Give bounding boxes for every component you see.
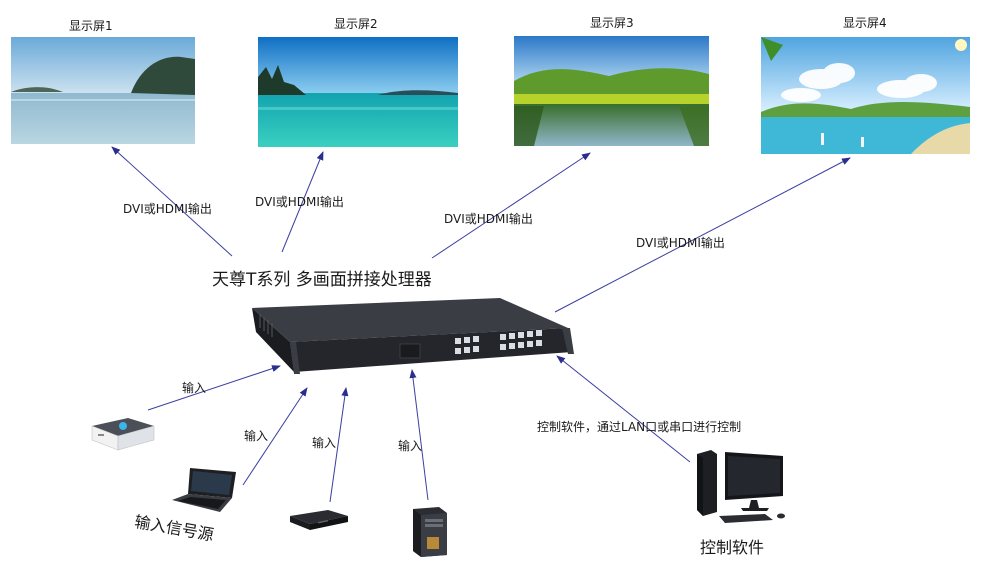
screen-1-image: [11, 37, 195, 144]
processor-title: 天尊T系列 多画面拼接处理器: [212, 270, 432, 290]
input-label-4: 输入: [398, 439, 423, 453]
arrow-from-control-pc: [556, 355, 691, 463]
control-caption: 控制软件: [700, 538, 765, 557]
input-label-2: 输入: [244, 429, 269, 443]
arrow-to-screen-3: [431, 152, 591, 259]
output-label-1: DVI或HDMI输出: [123, 202, 212, 216]
screen-2-image: [258, 37, 458, 147]
dvd-player-image: [288, 506, 350, 532]
screen-3-image: [514, 36, 709, 146]
control-pc-image: [695, 448, 790, 526]
output-label-2: DVI或HDMI输出: [255, 195, 344, 209]
input-label-1: 输入: [182, 381, 207, 395]
laptop-image: [166, 466, 242, 516]
arrow-from-dvd-input: [329, 387, 349, 503]
arrow-from-laptop-input: [242, 387, 308, 486]
input-label-3: 输入: [312, 436, 337, 450]
processor-device-image: [250, 296, 580, 380]
output-label-3: DVI或HDMI输出: [444, 212, 533, 226]
arrow-to-screen-2: [281, 151, 324, 253]
arrow-from-pc-input: [409, 369, 429, 501]
settop-box-image: [88, 412, 158, 454]
output-label-4: DVI或HDMI输出: [636, 236, 725, 250]
screen-4-image: [761, 37, 970, 154]
arrow-to-screen-4: [554, 157, 851, 313]
screen-2-label: 显示屏2: [334, 17, 378, 31]
screen-3-label: 显示屏3: [590, 16, 634, 30]
arrow-to-screen-1: [111, 146, 233, 257]
screen-1-label: 显示屏1: [69, 19, 113, 33]
screen-4-label: 显示屏4: [843, 16, 887, 30]
arrow-from-box-input: [147, 365, 281, 411]
pc-tower-image: [409, 505, 449, 557]
control-note: 控制软件，通过LAN口或串口进行控制: [537, 420, 742, 434]
